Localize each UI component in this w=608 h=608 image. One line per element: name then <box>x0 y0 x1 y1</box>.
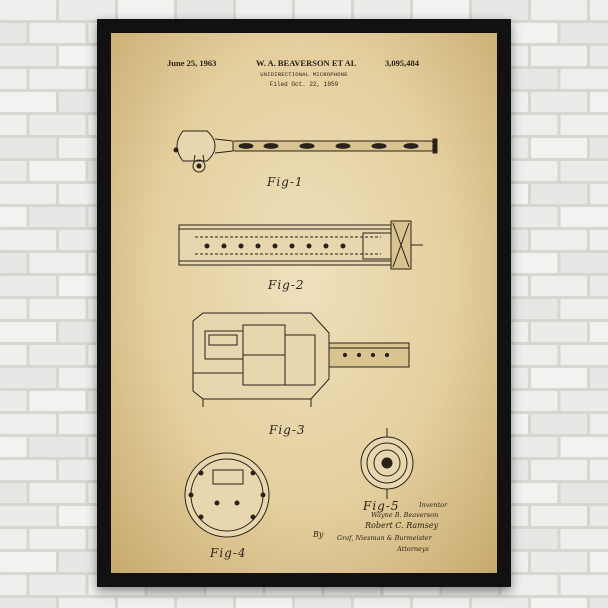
inventor-name-1: Wayne B. Beaverson <box>371 511 439 519</box>
patent-inventors: W. A. BEAVERSON ET AL <box>256 58 357 68</box>
patent-date: June 25, 1963 <box>167 58 217 68</box>
fig-5-label: Fig-5 <box>363 499 400 513</box>
fig-2-label: Fig-2 <box>268 278 305 292</box>
patent-title: UNIDIRECTIONAL MICROPHONE <box>260 71 348 78</box>
patent-drawings <box>173 130 438 538</box>
fig-4-label: Fig-4 <box>210 546 247 560</box>
patent-filed-date: Filed Oct. 22, 1959 <box>269 81 339 88</box>
attorney-firm: Graf, Niesman & Burmeister <box>337 534 432 542</box>
fig-4-drawing <box>184 452 270 538</box>
fig-5-drawing <box>360 428 414 499</box>
inventor-name-2: Robert C. Ramsey <box>365 521 439 530</box>
inventor-label: Inventor <box>419 501 448 509</box>
fig-1-label: Fig-1 <box>267 175 304 189</box>
fig-2-drawing <box>178 220 423 270</box>
patent-poster: June 25, 1963 W. A. BEAVERSON ET AL 3,09… <box>111 33 497 573</box>
patent-number: 3,095,484 <box>385 58 419 68</box>
attorneys-label: Attorneys <box>397 545 429 553</box>
poster-frame: June 25, 1963 W. A. BEAVERSON ET AL 3,09… <box>97 19 511 587</box>
signature-by: By <box>313 530 324 539</box>
fig-1-drawing <box>173 130 438 173</box>
fig-3-drawing <box>192 312 410 407</box>
fig-3-label: Fig-3 <box>269 423 306 437</box>
